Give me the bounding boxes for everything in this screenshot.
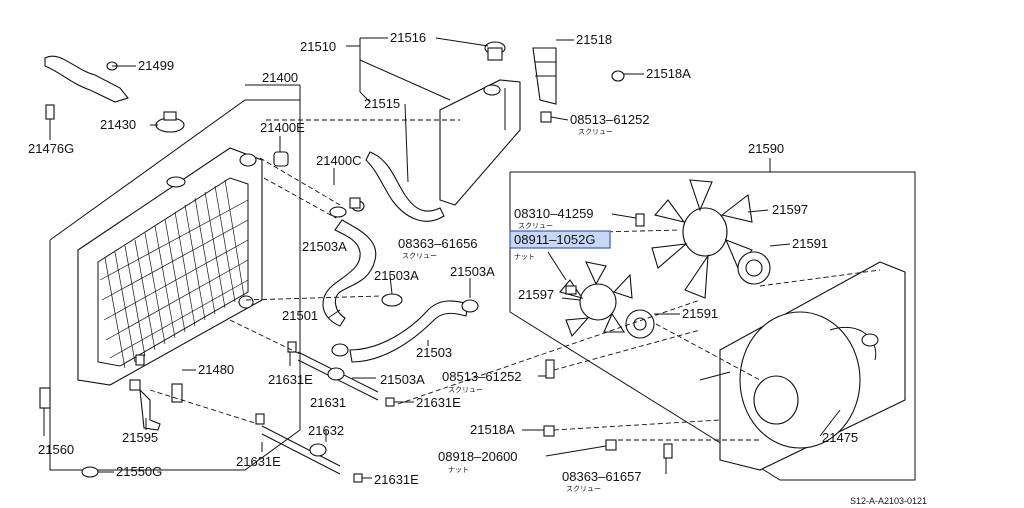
part-label-21631E-a[interactable]: 21631E [268, 372, 313, 387]
part-label-21597-top[interactable]: 21597 [772, 202, 808, 217]
part-sub-08310: スクリュー [518, 222, 553, 230]
part-label-21400C[interactable]: 21400C [316, 153, 362, 168]
part-label-08363-61656[interactable]: 08363–61656 [398, 236, 478, 251]
part-label-21591-mid[interactable]: 21591 [682, 306, 718, 321]
part-sub-08513-bot: スクリュー [448, 386, 483, 394]
part-label-08363-61657[interactable]: 08363–61657 [562, 469, 642, 484]
upper-radiator-hose-21499 [44, 55, 129, 103]
part-label-21476G[interactable]: 21476G [28, 141, 74, 156]
part-label-21480[interactable]: 21480 [198, 362, 234, 377]
part-label-21516[interactable]: 21516 [390, 30, 426, 45]
leader-lines [43, 37, 841, 479]
fan-blade-21597-lower [559, 261, 633, 338]
part-label-08310-41259[interactable]: 08310–41259 [514, 206, 594, 221]
clamps-21503A [329, 197, 479, 357]
part-label-21503A-d[interactable]: 21503A [380, 372, 425, 387]
radiator-core [77, 147, 263, 386]
bracket-21400E [273, 151, 289, 167]
part-label-21597-left[interactable]: 21597 [518, 287, 554, 302]
part-label-21503[interactable]: 21503 [416, 345, 452, 360]
part-sub-08513-top: スクリュー [578, 128, 613, 136]
part-label-21400[interactable]: 21400 [262, 70, 298, 85]
fan-fasteners [543, 213, 673, 459]
lower-hose-21501 [322, 219, 377, 327]
highlight-box [509, 230, 611, 249]
part-sub-08363-top: スクリュー [402, 252, 437, 260]
part-label-08513-61252-bot[interactable]: 08513–61252 [442, 369, 522, 384]
drain-plug-21476G [45, 104, 55, 130]
diagram-reference-code: S12-A-A2103-0121 [850, 496, 927, 506]
radiator-mounts [39, 354, 183, 478]
radiator-group-frame [49, 99, 301, 471]
part-label-21631E-b[interactable]: 21631E [416, 395, 461, 410]
part-label-21632[interactable]: 21632 [308, 423, 344, 438]
part-label-21518A-top[interactable]: 21518A [646, 66, 691, 81]
hose-21503 [349, 300, 469, 363]
part-label-21501[interactable]: 21501 [282, 308, 318, 323]
part-sub-08363-bot: スクリュー [566, 485, 601, 493]
part-label-08918-20600[interactable]: 08918–20600 [438, 449, 518, 464]
part-label-21590[interactable]: 21590 [748, 141, 784, 156]
part-label-08513-61252-top[interactable]: 08513–61252 [570, 112, 650, 127]
part-label-21503A-c[interactable]: 21503A [450, 264, 495, 279]
alignment-dashes [149, 119, 881, 441]
part-sub-08911: ナット [514, 253, 535, 261]
part-sub-08918: ナット [448, 466, 469, 474]
part-label-21510[interactable]: 21510 [300, 39, 336, 54]
fan-shroud-21475 [699, 261, 906, 471]
part-label-21515[interactable]: 21515 [364, 96, 400, 111]
part-label-08911-1052G[interactable]: 08911–1052G [514, 232, 595, 247]
part-label-21430[interactable]: 21430 [100, 117, 136, 132]
oil-cooler-pipes [255, 341, 395, 483]
part-label-21518A-bot[interactable]: 21518A [470, 422, 515, 437]
reservoir-tank-21510 [365, 41, 625, 222]
radiator-cap-21430 [155, 111, 185, 133]
part-label-21503A-a[interactable]: 21503A [302, 239, 347, 254]
part-labels: 21499 21400 21430 21476G 21400E 21400C 2… [28, 30, 858, 493]
part-label-21499[interactable]: 21499 [138, 58, 174, 73]
part-label-21518[interactable]: 21518 [576, 32, 612, 47]
fan-group-frame [509, 171, 916, 481]
part-label-21560[interactable]: 21560 [38, 442, 74, 457]
part-label-21631E-c[interactable]: 21631E [236, 454, 281, 469]
part-label-21591-top[interactable]: 21591 [792, 236, 828, 251]
part-label-21631E-d[interactable]: 21631E [374, 472, 419, 487]
part-label-21550G[interactable]: 21550G [116, 464, 162, 479]
part-label-21595[interactable]: 21595 [122, 430, 158, 445]
part-label-21475[interactable]: 21475 [822, 430, 858, 445]
part-label-21503A-b[interactable]: 21503A [374, 268, 419, 283]
fan-clutch-21591 [625, 251, 771, 339]
fan-blade-21597-upper [651, 179, 753, 299]
part-label-21631[interactable]: 21631 [310, 395, 346, 410]
part-label-21400E[interactable]: 21400E [260, 120, 305, 135]
